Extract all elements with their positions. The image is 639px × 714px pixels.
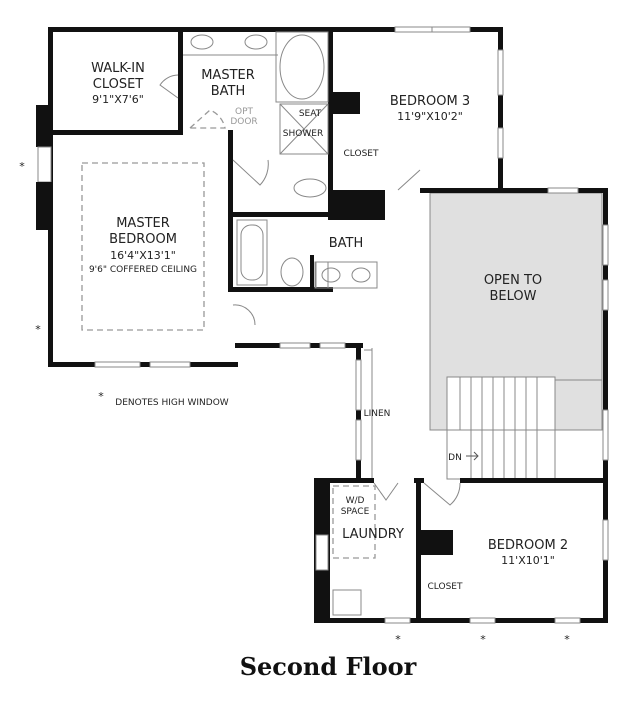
master-bedroom-label: MASTER (116, 216, 170, 231)
master-bedroom-ceiling: 9'6" COFFERED CEILING (89, 265, 197, 275)
opt-door-label: OPT (235, 107, 254, 117)
high-window-marker: * (564, 633, 570, 646)
walk-in-closet-label: WALK-IN (91, 61, 145, 76)
open-to-below-label: OPEN TO (484, 273, 542, 288)
wd-space-label-2: SPACE (341, 507, 370, 517)
laundry-label: LAUNDRY (342, 527, 404, 542)
bedroom-2-label: BEDROOM 2 (488, 538, 568, 553)
stairs-down-label: DN (448, 453, 462, 463)
open-to-below-label-2: BELOW (490, 289, 537, 304)
opt-door-label-2: DOOR (230, 117, 257, 127)
high-window-marker: * (19, 160, 25, 173)
plan-title: Second Floor (240, 652, 417, 681)
master-bath-label: MASTER (201, 68, 255, 83)
bedroom-2-closet-label: CLOSET (428, 582, 463, 592)
staircase (430, 376, 602, 480)
fixtures (81, 31, 461, 616)
arrow-right-icon (466, 451, 479, 461)
walk-in-closet-size: 9'1"X7'6" (92, 93, 144, 106)
wd-space-label: W/D (346, 496, 365, 506)
seat-label: SEAT (299, 109, 322, 119)
bedroom-3-size: 11'9"X10'2" (397, 110, 463, 123)
linen-label: LINEN (364, 409, 391, 419)
walls (36, 26, 609, 624)
bedroom-3-closet-label: CLOSET (344, 149, 379, 159)
master-bedroom-size: 16'4"X13'1" (110, 249, 176, 262)
legend-text: DENOTES HIGH WINDOW (115, 398, 229, 408)
high-window-marker: * (480, 633, 486, 646)
walk-in-closet-label-2: CLOSET (93, 77, 144, 92)
master-bedroom-label-2: BEDROOM (109, 232, 177, 247)
bath-label: BATH (329, 236, 364, 251)
bedroom-2-size: 11'X10'1" (501, 554, 555, 567)
master-bath-label-2: BATH (211, 84, 246, 99)
legend-symbol: * (98, 390, 104, 403)
high-window-marker: * (35, 323, 41, 336)
bedroom-3-label: BEDROOM 3 (390, 94, 470, 109)
high-window-marker: * (395, 633, 401, 646)
shower-label: SHOWER (283, 129, 323, 139)
